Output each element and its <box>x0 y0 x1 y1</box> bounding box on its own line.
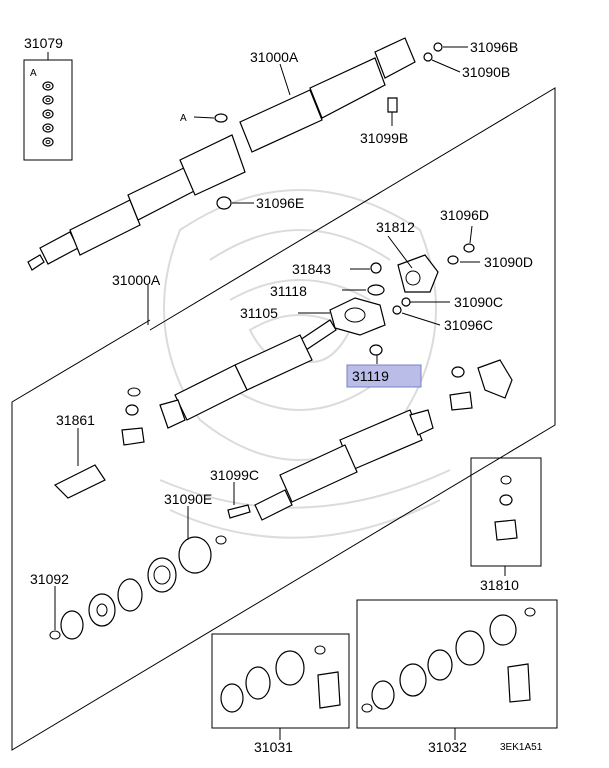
label-31105[interactable]: 31105 <box>240 305 278 321</box>
label-31096C[interactable]: 31096C <box>444 317 493 333</box>
label-31861[interactable]: 31861 <box>56 412 95 428</box>
label-31090E[interactable]: 31090E <box>164 491 212 507</box>
label-31092[interactable]: 31092 <box>30 571 69 587</box>
label-31099B[interactable]: 31099B <box>360 130 408 146</box>
frame-31000A <box>11 87 556 751</box>
label-31099C[interactable]: 31099C <box>210 467 259 483</box>
label-31031[interactable]: 31031 <box>254 739 293 755</box>
label-31812[interactable]: 31812 <box>376 219 415 235</box>
kit-31031 <box>220 645 341 713</box>
kit-31032 <box>361 607 536 713</box>
kit-31810 <box>494 475 518 541</box>
shaft-31000A-top <box>27 37 416 271</box>
label-31843[interactable]: 31843 <box>292 261 331 277</box>
label-31119[interactable]: 31119 <box>352 368 389 384</box>
label-31090C[interactable]: 31090C <box>454 294 503 310</box>
washers-31079 <box>42 81 54 147</box>
label-31096B[interactable]: 31096B <box>470 39 518 55</box>
label-31096E[interactable]: 31096E <box>256 195 304 211</box>
label-31000A-top[interactable]: 31000A <box>250 49 299 65</box>
label-31079[interactable]: 31079 <box>24 35 63 51</box>
center-bearing-parts <box>329 243 475 356</box>
bolts-top-right <box>214 42 443 210</box>
label-31090B[interactable]: 31090B <box>462 64 510 80</box>
label-31810[interactable]: 31810 <box>480 577 519 593</box>
flanges-lower <box>49 536 212 640</box>
label-31000A-mid[interactable]: 31000A <box>112 272 161 288</box>
shaft-middle <box>159 319 337 429</box>
diagram-code: 3EK1A51 <box>500 742 543 753</box>
label-31096D[interactable]: 31096D <box>440 207 489 223</box>
box-31810 <box>470 457 542 567</box>
label-A-box: A <box>30 68 37 79</box>
shaft-lower <box>254 409 434 521</box>
highlight-31119[interactable] <box>346 364 422 388</box>
label-31090D[interactable]: 31090D <box>484 254 533 270</box>
label-31118[interactable]: 31118 <box>270 283 307 299</box>
joint-parts <box>53 359 513 545</box>
label-A-pointer: A <box>180 113 187 124</box>
leader-lines <box>47 46 506 740</box>
box-31032 <box>356 599 558 729</box>
label-31032[interactable]: 31032 <box>428 739 467 755</box>
